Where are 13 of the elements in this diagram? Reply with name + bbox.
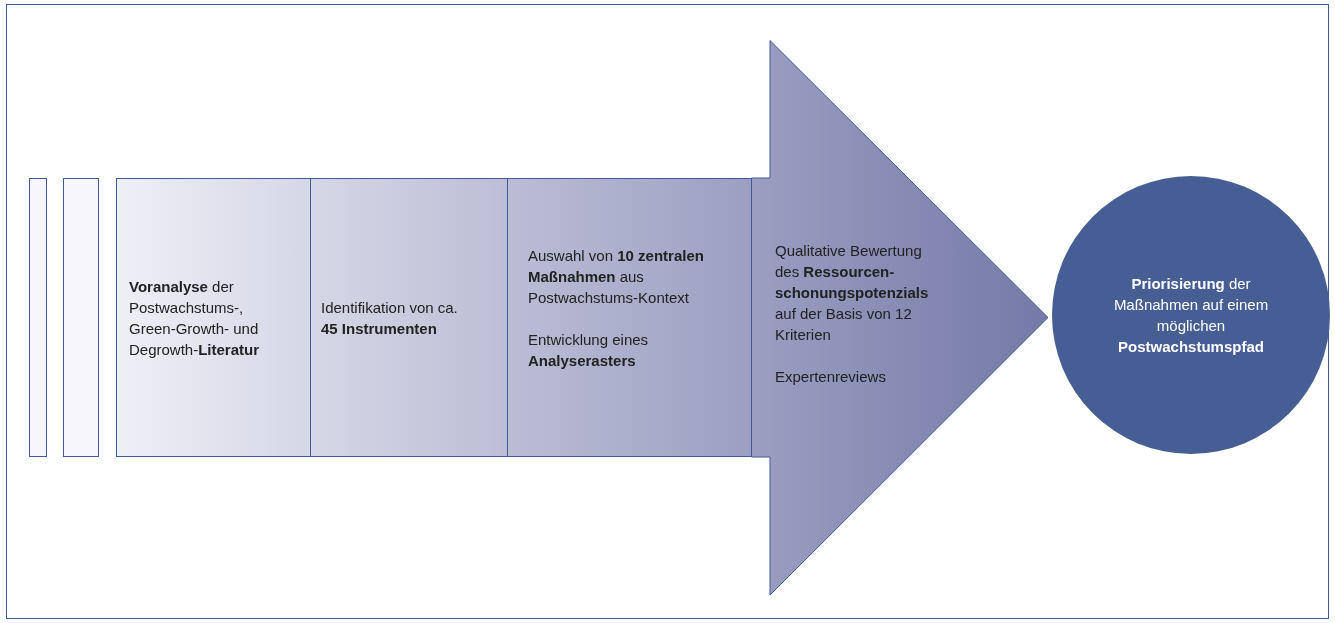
arrow-head-step [751,40,1049,596]
step-text: Identifikation von ca. 45 Instrumenten [321,297,459,339]
step-text: Voranalyse der Postwachstums-, Green-Growth- und Degrowth-Literatur [129,276,261,360]
bar [63,178,99,457]
process-step [507,178,752,457]
process-step [310,178,508,457]
step-text: Qualitative Bewertung des Ressourcen-schonungspotenzials auf der Basis von 12 Kriterien [775,241,930,345]
step-text: Expertenreviews [775,367,887,387]
bar [29,178,47,457]
step-text: Auswahl von 10 zentralen Maßnahmen aus Postwachstums-Kontext [528,246,705,308]
result-text: Priorisierung der Maßnahmen auf einem möglichen Postwachstumspfad [1112,274,1270,357]
process-step [116,178,311,457]
step-text: Entwicklung eines Analyserasters [528,330,650,371]
